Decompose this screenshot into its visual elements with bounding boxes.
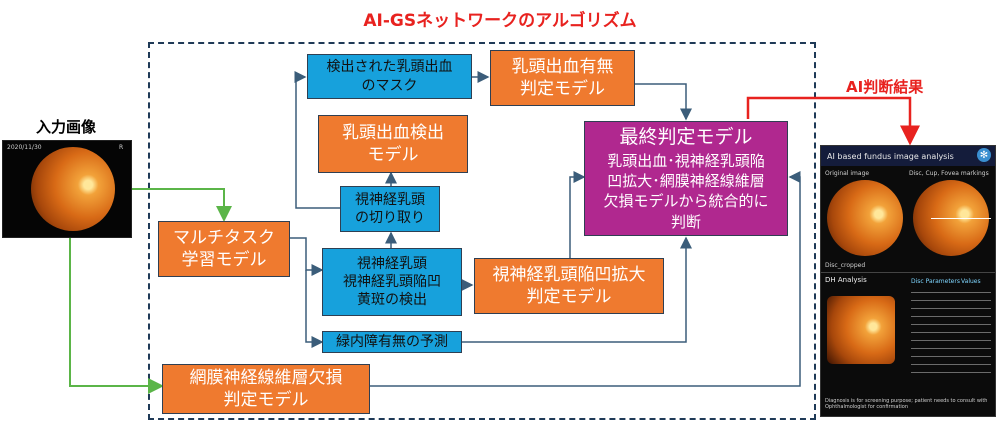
- algorithm-container: [148, 42, 816, 420]
- original-image-label: Original image: [825, 170, 870, 177]
- final-model-body: 乳頭出血･視神経乳頭陥 凹拡大･網膜神経線維層 欠損モデルから統合的に 判断: [603, 151, 769, 231]
- node-final-model: 最終判定モデル 乳頭出血･視神経乳頭陥 凹拡大･網膜神経線維層 欠損モデルから統…: [584, 121, 788, 236]
- panel-footer-note: Diagnosis is for screening purpose; pati…: [825, 398, 988, 410]
- arrow-rnfl-final: [370, 171, 801, 387]
- diagram-title: AI-GSネットワークのアルゴリズム: [363, 11, 637, 31]
- fundus-eye: [31, 147, 115, 231]
- result-label: AI判断結果: [846, 78, 924, 96]
- disc-params-header: Disc Parameters: [911, 278, 960, 285]
- node-rnfl-judge: 網膜神経線維層欠損 判定モデル: [162, 364, 370, 414]
- node-glaucoma-prediction: 緑内障有無の予測: [322, 331, 462, 353]
- arrow-input-rnfl: [69, 238, 164, 394]
- result-panel-header: AI based fundus image analysis ✻: [821, 146, 995, 166]
- node-hemorrhage-mask: 検出された乳頭出血 のマスク: [307, 54, 472, 99]
- node-disc-detection: 視神経乳頭 視神経乳頭陥凹 黄斑の検出: [322, 248, 462, 316]
- input-image-label: 入力画像: [36, 118, 97, 136]
- node-disc-crop: 視神経乳頭 の切り取り: [340, 186, 440, 232]
- markings-label: Disc, Cup, Fovea markings: [909, 170, 989, 177]
- arrow-final-result: [746, 96, 920, 146]
- original-eye-thumb: [827, 180, 903, 256]
- final-model-title: 最終判定モデル: [619, 126, 753, 149]
- result-panel-title: AI based fundus image analysis: [827, 151, 954, 161]
- dh-analysis-label: DH Analysis: [825, 276, 867, 284]
- arrow-hemjudge-final: [635, 83, 692, 121]
- ai-result-panel: AI based fundus image analysis ✻ Origina…: [820, 145, 996, 417]
- arrow-crop-mask: [294, 71, 340, 209]
- input-fundus-image: 2020/11/30 R: [2, 140, 132, 238]
- input-image-date: 2020/11/30: [7, 144, 42, 151]
- node-cup-judge: 視神経乳頭陥凹拡大 判定モデル: [474, 258, 664, 314]
- arrow-cupjudge-final: [569, 171, 586, 258]
- arrow-multitask-glaucoma: [305, 270, 324, 348]
- node-hemorrhage-judge: 乳頭出血有無 判定モデル: [490, 50, 635, 106]
- values-header: Values: [961, 278, 981, 285]
- node-hemorrhage-detect: 乳頭出血検出 モデル: [318, 115, 468, 173]
- dh-crop-thumb: [827, 296, 895, 364]
- disc-cropped-label: Disc_cropped: [825, 262, 866, 269]
- panel-divider: [821, 272, 995, 273]
- fovea-marking-line: [931, 218, 991, 219]
- arrow-glaucoma-final: [462, 236, 692, 343]
- arrow-input-multitask: [132, 188, 232, 222]
- arrow-multitask-detect: [290, 237, 324, 276]
- input-image-tag: R: [119, 144, 124, 151]
- node-multitask-model: マルチタスク 学習モデル: [158, 221, 290, 277]
- parameter-table: [911, 288, 991, 378]
- snowflake-logo-icon: ✻: [977, 148, 991, 162]
